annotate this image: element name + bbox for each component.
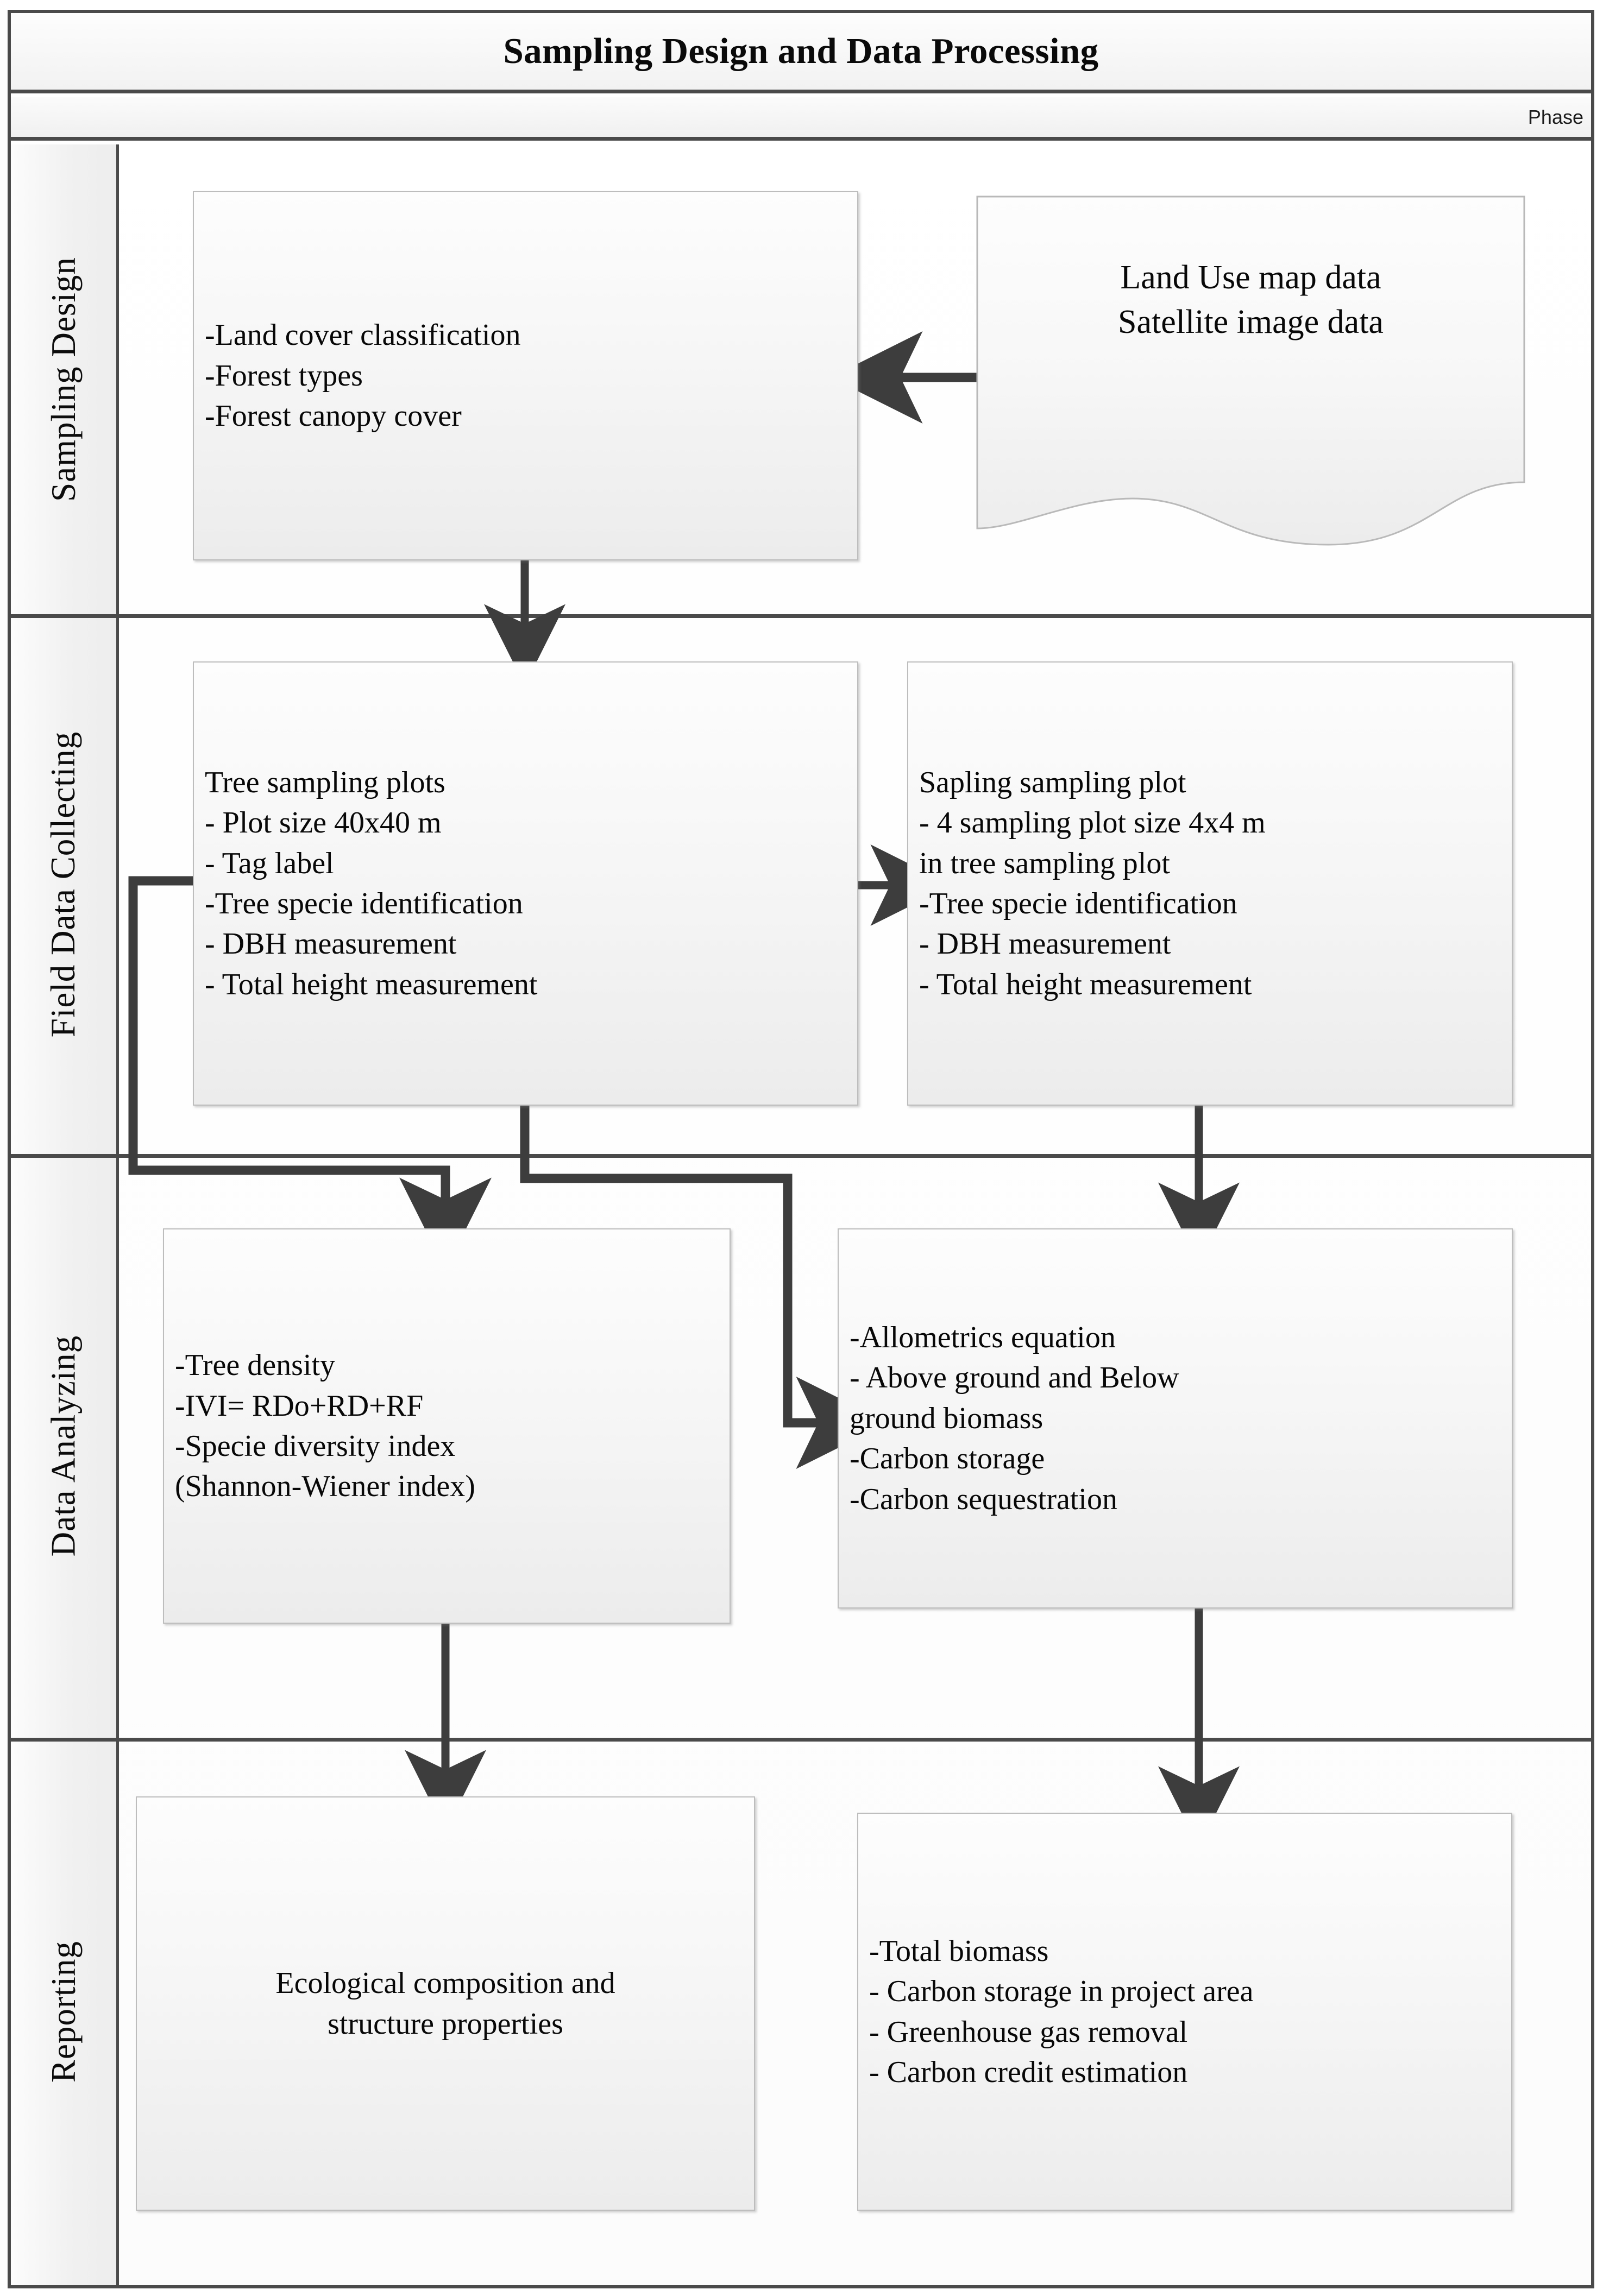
lane-header-field-data-collecting: Field Data Collecting: [11, 614, 119, 1154]
node-tree-density-analysis[interactable]: -Tree density -IVI= RDo+RD+RF -Specie di…: [163, 1228, 731, 1624]
phase-header-label: Phase: [1527, 105, 1583, 128]
lane-header-reporting: Reporting: [11, 1738, 119, 2285]
node-map-data-document[interactable]: Land Use map data Satellite image data: [975, 194, 1526, 553]
node-sapling-sampling-plot[interactable]: Sapling sampling plot - 4 sampling plot …: [907, 661, 1513, 1106]
node-land-cover-classification[interactable]: -Land cover classification -Forest types…: [193, 191, 858, 560]
node-text: Ecological composition and structure pro…: [275, 1966, 615, 2041]
node-text: -Land cover classification -Forest types…: [205, 318, 521, 433]
page-title: Sampling Design and Data Processing: [503, 31, 1099, 71]
lane-divider-1: [11, 614, 1591, 618]
lane-header-sampling-design: Sampling Design: [11, 144, 119, 614]
node-tree-sampling-plots[interactable]: Tree sampling plots - Plot size 40x40 m …: [193, 661, 858, 1106]
node-ecological-composition[interactable]: Ecological composition and structure pro…: [136, 1796, 755, 2211]
lane-label-sampling-design: Sampling Design: [44, 257, 83, 502]
lane-label-field-data-collecting: Field Data Collecting: [44, 731, 83, 1037]
node-text: Sapling sampling plot - 4 sampling plot …: [919, 765, 1266, 1001]
node-total-biomass-report[interactable]: -Total biomass - Carbon storage in proje…: [857, 1813, 1512, 2211]
node-allometrics-equation[interactable]: -Allometrics equation - Above ground and…: [838, 1228, 1513, 1609]
lane-header-data-analyzing: Data Analyzing: [11, 1154, 119, 1738]
phase-header-band: Phase: [11, 97, 1591, 141]
lane-divider-2: [11, 1154, 1591, 1158]
node-text: -Total biomass - Carbon storage in proje…: [869, 1934, 1254, 2089]
lane-label-reporting: Reporting: [44, 1940, 83, 2083]
node-text: Land Use map data Satellite image data: [1118, 259, 1384, 341]
node-text: -Allometrics equation - Above ground and…: [850, 1320, 1179, 1516]
node-text: Tree sampling plots - Plot size 40x40 m …: [205, 765, 538, 1001]
lane-label-data-analyzing: Data Analyzing: [44, 1335, 83, 1557]
diagram-title-band: Sampling Design and Data Processing: [11, 13, 1591, 93]
lane-divider-3: [11, 1738, 1591, 1742]
node-text: -Tree density -IVI= RDo+RD+RF -Specie di…: [175, 1348, 475, 1504]
